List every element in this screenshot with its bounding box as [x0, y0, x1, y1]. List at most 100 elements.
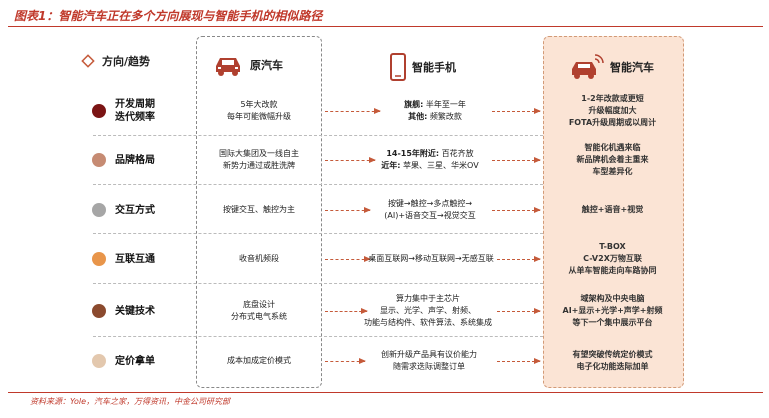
arrow	[492, 108, 541, 114]
header-traditional-car-label: 原汽车	[250, 59, 283, 72]
cell-car-development-cycle: 5年大改款 每年可能微幅升级	[205, 99, 313, 123]
header-smartphone: 智能手机	[390, 53, 456, 81]
header-smartphone-label: 智能手机	[412, 61, 456, 74]
cell-line: (AI)+语音交互→视觉交互	[384, 211, 476, 220]
cell-line: 国际大集团及一线自主	[219, 149, 299, 158]
arrow	[492, 157, 541, 163]
cell-line: 5年大改款	[240, 100, 278, 109]
arrow	[325, 157, 376, 163]
cell-line: 其他: 频繁改款	[380, 111, 490, 123]
cell-line: 按键→触控→多点触控→	[387, 199, 473, 208]
smart-car-column	[543, 36, 684, 388]
header-traditional-car: 原汽车	[212, 53, 283, 77]
cell-line: FOTA升级周期或以周计	[568, 118, 657, 127]
source-rule	[8, 392, 763, 393]
cell-phone-interaction: 按键→触控→多点触控→ (AI)+语音交互→视觉交互	[370, 198, 490, 222]
header-smart-car: 智能汽车	[568, 53, 654, 81]
cell-line: 电子化功能迭际加单	[576, 362, 649, 371]
cell-line: 随需求迭际调整订单	[393, 362, 465, 371]
cell-line: 触控+语音+视觉	[581, 205, 644, 214]
cell-phone-pricing: 创新升级产品具有议价能力 随需求迭际调整订单	[365, 349, 493, 373]
row-label-interaction: 交互方式	[115, 205, 155, 216]
row-dot-development-cycle	[92, 104, 106, 118]
cell-line: 显示、光学、声学、射频、	[380, 306, 476, 315]
cell-smart-interaction: 触控+语音+视觉	[545, 204, 680, 216]
row-separator	[93, 184, 543, 185]
row-separator	[93, 283, 543, 284]
row-label-key-technology: 关键技术	[115, 306, 155, 317]
cell-smart-development-cycle: 1-2年改款或更短 升级幅度加大 FOTA升级周期或以周计	[545, 93, 680, 129]
row-label-brand-landscape: 品牌格局	[115, 155, 155, 166]
cell-phone-brand-landscape: 14-15年附近: 百花齐放 近年: 苹果、三星、华米OV	[370, 148, 490, 172]
cell-bold: 14-15年附近:	[386, 149, 440, 158]
cell-line: 成本加成定价模式	[227, 356, 291, 365]
cell-phone-development-cycle: 旗舰: 半年至一年 其他: 频繁改款	[380, 99, 490, 123]
cell-line: 智能化机遇来临	[584, 143, 641, 152]
row-dot-interaction	[92, 203, 106, 217]
cell-car-pricing: 成本加成定价模式	[205, 355, 313, 367]
cell-line: 升级幅度加大	[588, 106, 637, 115]
cell-car-key-technology: 底盘设计 分布式电气系统	[205, 299, 313, 323]
cell-line: 新品牌机会着主重来	[576, 155, 649, 164]
arrow	[497, 358, 541, 364]
row-label-line: 开发周期	[115, 99, 155, 110]
cell-line: 创新升级产品具有议价能力	[381, 350, 477, 359]
cell-line: 按键交互、触控为主	[223, 205, 295, 214]
cell-line: 算力集中于主芯片	[396, 294, 460, 303]
cell-line: 旗舰: 半年至一年	[380, 99, 490, 111]
cell-smart-connectivity: T-BOX C-V2X万物互联 从单车智能走向车路协同	[545, 241, 680, 277]
header-smart-car-label: 智能汽车	[610, 61, 654, 74]
cell-smart-brand-landscape: 智能化机遇来临 新品牌机会着主重来 车型差异化	[545, 142, 680, 178]
source-note: 资料来源：Yole，汽车之家，万得资讯，中金公司研究部	[30, 397, 231, 406]
title-rule	[8, 26, 763, 27]
cell-line: 域架构及中央电脑	[580, 294, 645, 303]
car-icon	[212, 53, 244, 77]
arrow	[325, 308, 368, 314]
cell-text: 百花齐放	[441, 149, 474, 158]
cell-line: 等下一个集中展示平台	[572, 318, 653, 327]
cell-line: 14-15年附近: 百花齐放	[370, 148, 490, 160]
cell-line: C-V2X万物互联	[583, 254, 642, 263]
row-dot-key-technology	[92, 304, 106, 318]
row-dot-connectivity	[92, 252, 106, 266]
cell-smart-key-technology: 域架构及中央电脑 AI+显示+光学+声学+射频 等下一个集中展示平台	[545, 293, 680, 329]
arrow	[325, 256, 371, 262]
cell-bold: 近年:	[381, 161, 401, 170]
cell-line: 从单车智能走向车路协同	[568, 266, 657, 275]
header-trend-label: 方向/趋势	[102, 55, 151, 68]
cell-phone-key-technology: 算力集中于主芯片 显示、光学、声学、射频、 功能与结构件、软件算法、系统集成	[362, 293, 494, 329]
cell-line: 分布式电气系统	[231, 312, 287, 321]
row-dot-brand-landscape	[92, 153, 106, 167]
cell-line: 桌面互联网→移动互联网→无感互联	[368, 254, 494, 263]
cell-line: 底盘设计	[243, 300, 275, 309]
arrow	[492, 207, 541, 213]
cell-line: 功能与结构件、软件算法、系统集成	[364, 318, 492, 327]
cell-line: T-BOX	[599, 242, 626, 251]
cell-line: 有望突破传统定价模式	[572, 350, 653, 359]
traditional-car-column	[196, 36, 322, 388]
cell-text: 半年至一年	[425, 100, 466, 109]
arrow	[497, 256, 541, 262]
row-label-development-cycle: 开发周期 迭代频率	[115, 98, 155, 124]
arrow	[497, 308, 541, 314]
row-label-pricing: 定价拿单	[115, 356, 155, 367]
arrow	[325, 207, 371, 213]
smartphone-icon	[390, 53, 406, 81]
cell-text: 苹果、三星、华米OV	[403, 161, 479, 170]
cell-line: 1-2年改款或更短	[581, 94, 644, 103]
row-separator	[93, 233, 543, 234]
row-separator	[93, 135, 543, 136]
arrow	[325, 108, 381, 114]
cell-phone-connectivity: 桌面互联网→移动互联网→无感互联	[368, 253, 494, 265]
cell-bold: 旗舰:	[404, 100, 424, 109]
connected-car-icon	[568, 53, 604, 81]
cell-line: AI+显示+光学+声学+射频	[562, 306, 663, 315]
cell-line: 收音机频段	[239, 254, 279, 263]
cell-car-interaction: 按键交互、触控为主	[205, 204, 313, 216]
cell-line: 新势力通过或胜洗牌	[223, 161, 295, 170]
cell-car-connectivity: 收音机频段	[205, 253, 313, 265]
cell-car-brand-landscape: 国际大集团及一线自主 新势力通过或胜洗牌	[200, 148, 318, 172]
cell-smart-pricing: 有望突破传统定价模式 电子化功能迭际加单	[545, 349, 680, 373]
diamond-icon	[80, 53, 96, 69]
figure-title: 图表1：智能汽车正在多个方向展现与智能手机的相似路径	[14, 9, 323, 23]
